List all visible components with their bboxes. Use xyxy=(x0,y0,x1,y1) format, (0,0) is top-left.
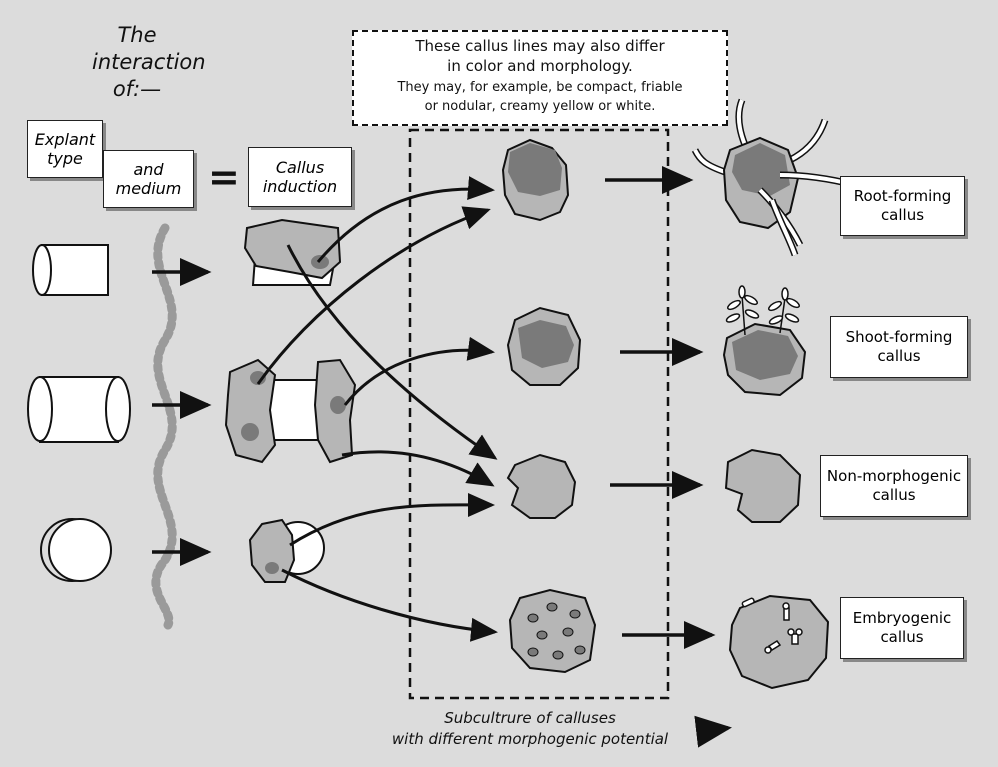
induction-arrows xyxy=(152,272,208,552)
callus-shoot-type xyxy=(508,308,580,385)
callus-induction-box: Callus induction xyxy=(248,147,352,207)
outcome-embryogenic-line-1: Embryogenic xyxy=(853,609,952,628)
note-line-4: or nodular, creamy yellow or white. xyxy=(354,97,726,116)
title-line-2: interaction xyxy=(92,49,182,76)
callus-lines-note: These callus lines may also differ in co… xyxy=(352,30,728,126)
footer-line-1: Subcultrure of calluses xyxy=(360,708,700,729)
note-line-2: in color and morphology. xyxy=(354,56,726,76)
equals-sign: = xyxy=(208,158,240,196)
outcome-shoot-line-2: callus xyxy=(846,347,953,366)
callus-non-morphogenic-type xyxy=(508,455,575,518)
outcome-shoot-line-1: Shoot-forming xyxy=(846,328,953,347)
footer-caption: Subcultrure of calluses with different m… xyxy=(360,708,700,750)
explant-long-cylinder xyxy=(28,377,130,442)
footer-arrow xyxy=(702,728,728,731)
medium-box: and medium xyxy=(103,150,194,208)
callus-induction-line-1: Callus xyxy=(263,158,337,177)
explant-line-2: type xyxy=(35,149,95,168)
outcome-shoot-forming: Shoot-forming callus xyxy=(830,316,968,378)
outcome-root-line-1: Root-forming xyxy=(854,187,952,206)
outcome-embryogenic-line-2: callus xyxy=(853,628,952,647)
outcome-root-forming: Root-forming callus xyxy=(840,176,965,236)
explant-line-1: Explant xyxy=(35,130,95,149)
shoot-forming-callus-illustration xyxy=(724,286,805,395)
non-morphogenic-callus-illustration xyxy=(726,450,800,522)
medium-line-2: medium xyxy=(116,179,182,198)
subculture-arrows xyxy=(605,180,712,635)
outcome-embryogenic: Embryogenic callus xyxy=(840,597,964,659)
title-line-1: The xyxy=(92,22,182,49)
callus-embryogenic-type xyxy=(510,590,595,672)
medium-wave xyxy=(156,228,172,625)
footer-line-2: with different morphogenic potential xyxy=(360,729,700,750)
medium-line-1: and xyxy=(116,160,182,179)
callus-induction-line-2: induction xyxy=(263,177,337,196)
explant-short-cylinder xyxy=(33,245,108,295)
embryogenic-callus-illustration xyxy=(730,596,828,688)
outcome-root-line-2: callus xyxy=(854,206,952,225)
explant-type-box: Explant type xyxy=(27,120,103,178)
outcome-non-morphogenic: Non-morphogenic callus xyxy=(820,455,968,517)
induced-callus-middle xyxy=(226,360,355,462)
outcome-nonmorph-line-2: callus xyxy=(827,486,961,505)
explant-disc xyxy=(41,519,111,581)
callus-root-type xyxy=(503,140,568,220)
outcome-nonmorph-line-1: Non-morphogenic xyxy=(827,467,961,486)
title-line-3: of:— xyxy=(92,76,182,103)
diagram-title: The interaction of:— xyxy=(92,22,182,103)
note-line-3: They may, for example, be compact, friab… xyxy=(354,78,726,97)
note-line-1: These callus lines may also differ xyxy=(354,36,726,56)
